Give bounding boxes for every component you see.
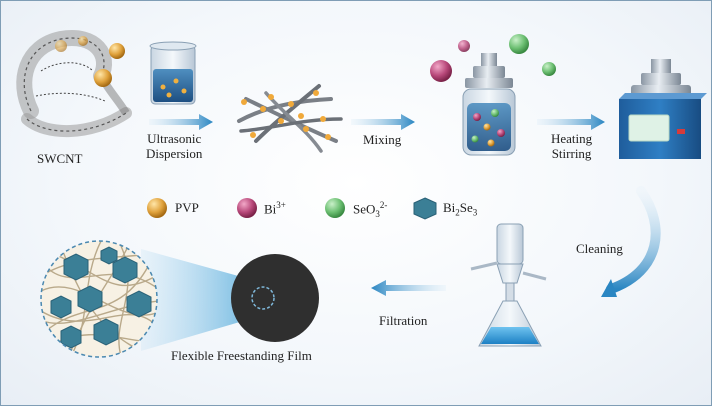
legend-seo-sup: 2-: [380, 200, 388, 210]
legend-pvp-label: PVP: [175, 200, 199, 216]
legend-bi-label: Bi3+: [264, 200, 286, 217]
label-heating-stirring: Heating Stirring: [551, 131, 592, 161]
arrow-ultrasonic-icon: [149, 114, 213, 130]
legend-bise-icon: [414, 198, 436, 219]
arrow-mixing-icon: [351, 114, 415, 130]
legend-seo-icon: [325, 198, 345, 218]
seo-ion-icon: [542, 62, 556, 76]
label-ultrasonic-line1: Ultrasonic: [146, 131, 202, 146]
legend-seo-label: SeO32-: [353, 200, 387, 219]
legend-bi-icon: [237, 198, 257, 218]
legend-bise-label: Bi2Se3: [443, 200, 477, 218]
pvp-particle-icon: [109, 43, 125, 59]
freestanding-film-icon: [231, 254, 319, 342]
arrow-cleaning-icon: [611, 191, 656, 289]
ultrasonic-beaker-icon: [150, 42, 196, 104]
label-cleaning: Cleaning: [576, 241, 623, 256]
legend-seo-sub: 3: [375, 209, 380, 219]
label-ultrasonic-dispersion: Ultrasonic Dispersion: [146, 131, 202, 161]
heater-stirrer-icon: [619, 59, 707, 159]
label-ultrasonic-line2: Dispersion: [146, 146, 202, 161]
legend-bise-a: Bi: [443, 200, 455, 215]
seo-ion-icon: [509, 34, 529, 54]
legend-seo-base: SeO: [353, 201, 375, 216]
reaction-jar-icon: [463, 53, 515, 155]
filtration-apparatus-icon: [471, 224, 546, 346]
legend-bi-sup: 3+: [276, 200, 286, 210]
legend-pvp-icon: [147, 198, 167, 218]
bi-ion-icon: [430, 60, 452, 82]
pvp-particle-icon: [94, 69, 112, 87]
pvp-particle-icon: [55, 40, 67, 52]
legend-bi-base: Bi: [264, 201, 276, 216]
label-heating-line2: Stirring: [551, 146, 592, 161]
label-filtration: Filtration: [379, 313, 427, 328]
label-mixing: Mixing: [363, 132, 401, 147]
label-heating-line1: Heating: [551, 131, 592, 146]
label-film: Flexible Freestanding Film: [171, 348, 312, 363]
pvp-particle-icon: [78, 36, 88, 46]
bi-ion-icon: [458, 40, 470, 52]
arrow-heating-icon: [537, 114, 605, 130]
legend-bise-b: Se: [460, 200, 473, 215]
legend-bise-sub2: 3: [473, 208, 478, 218]
label-swcnt: SWCNT: [37, 151, 83, 166]
arrow-filtration-icon: [371, 280, 446, 296]
